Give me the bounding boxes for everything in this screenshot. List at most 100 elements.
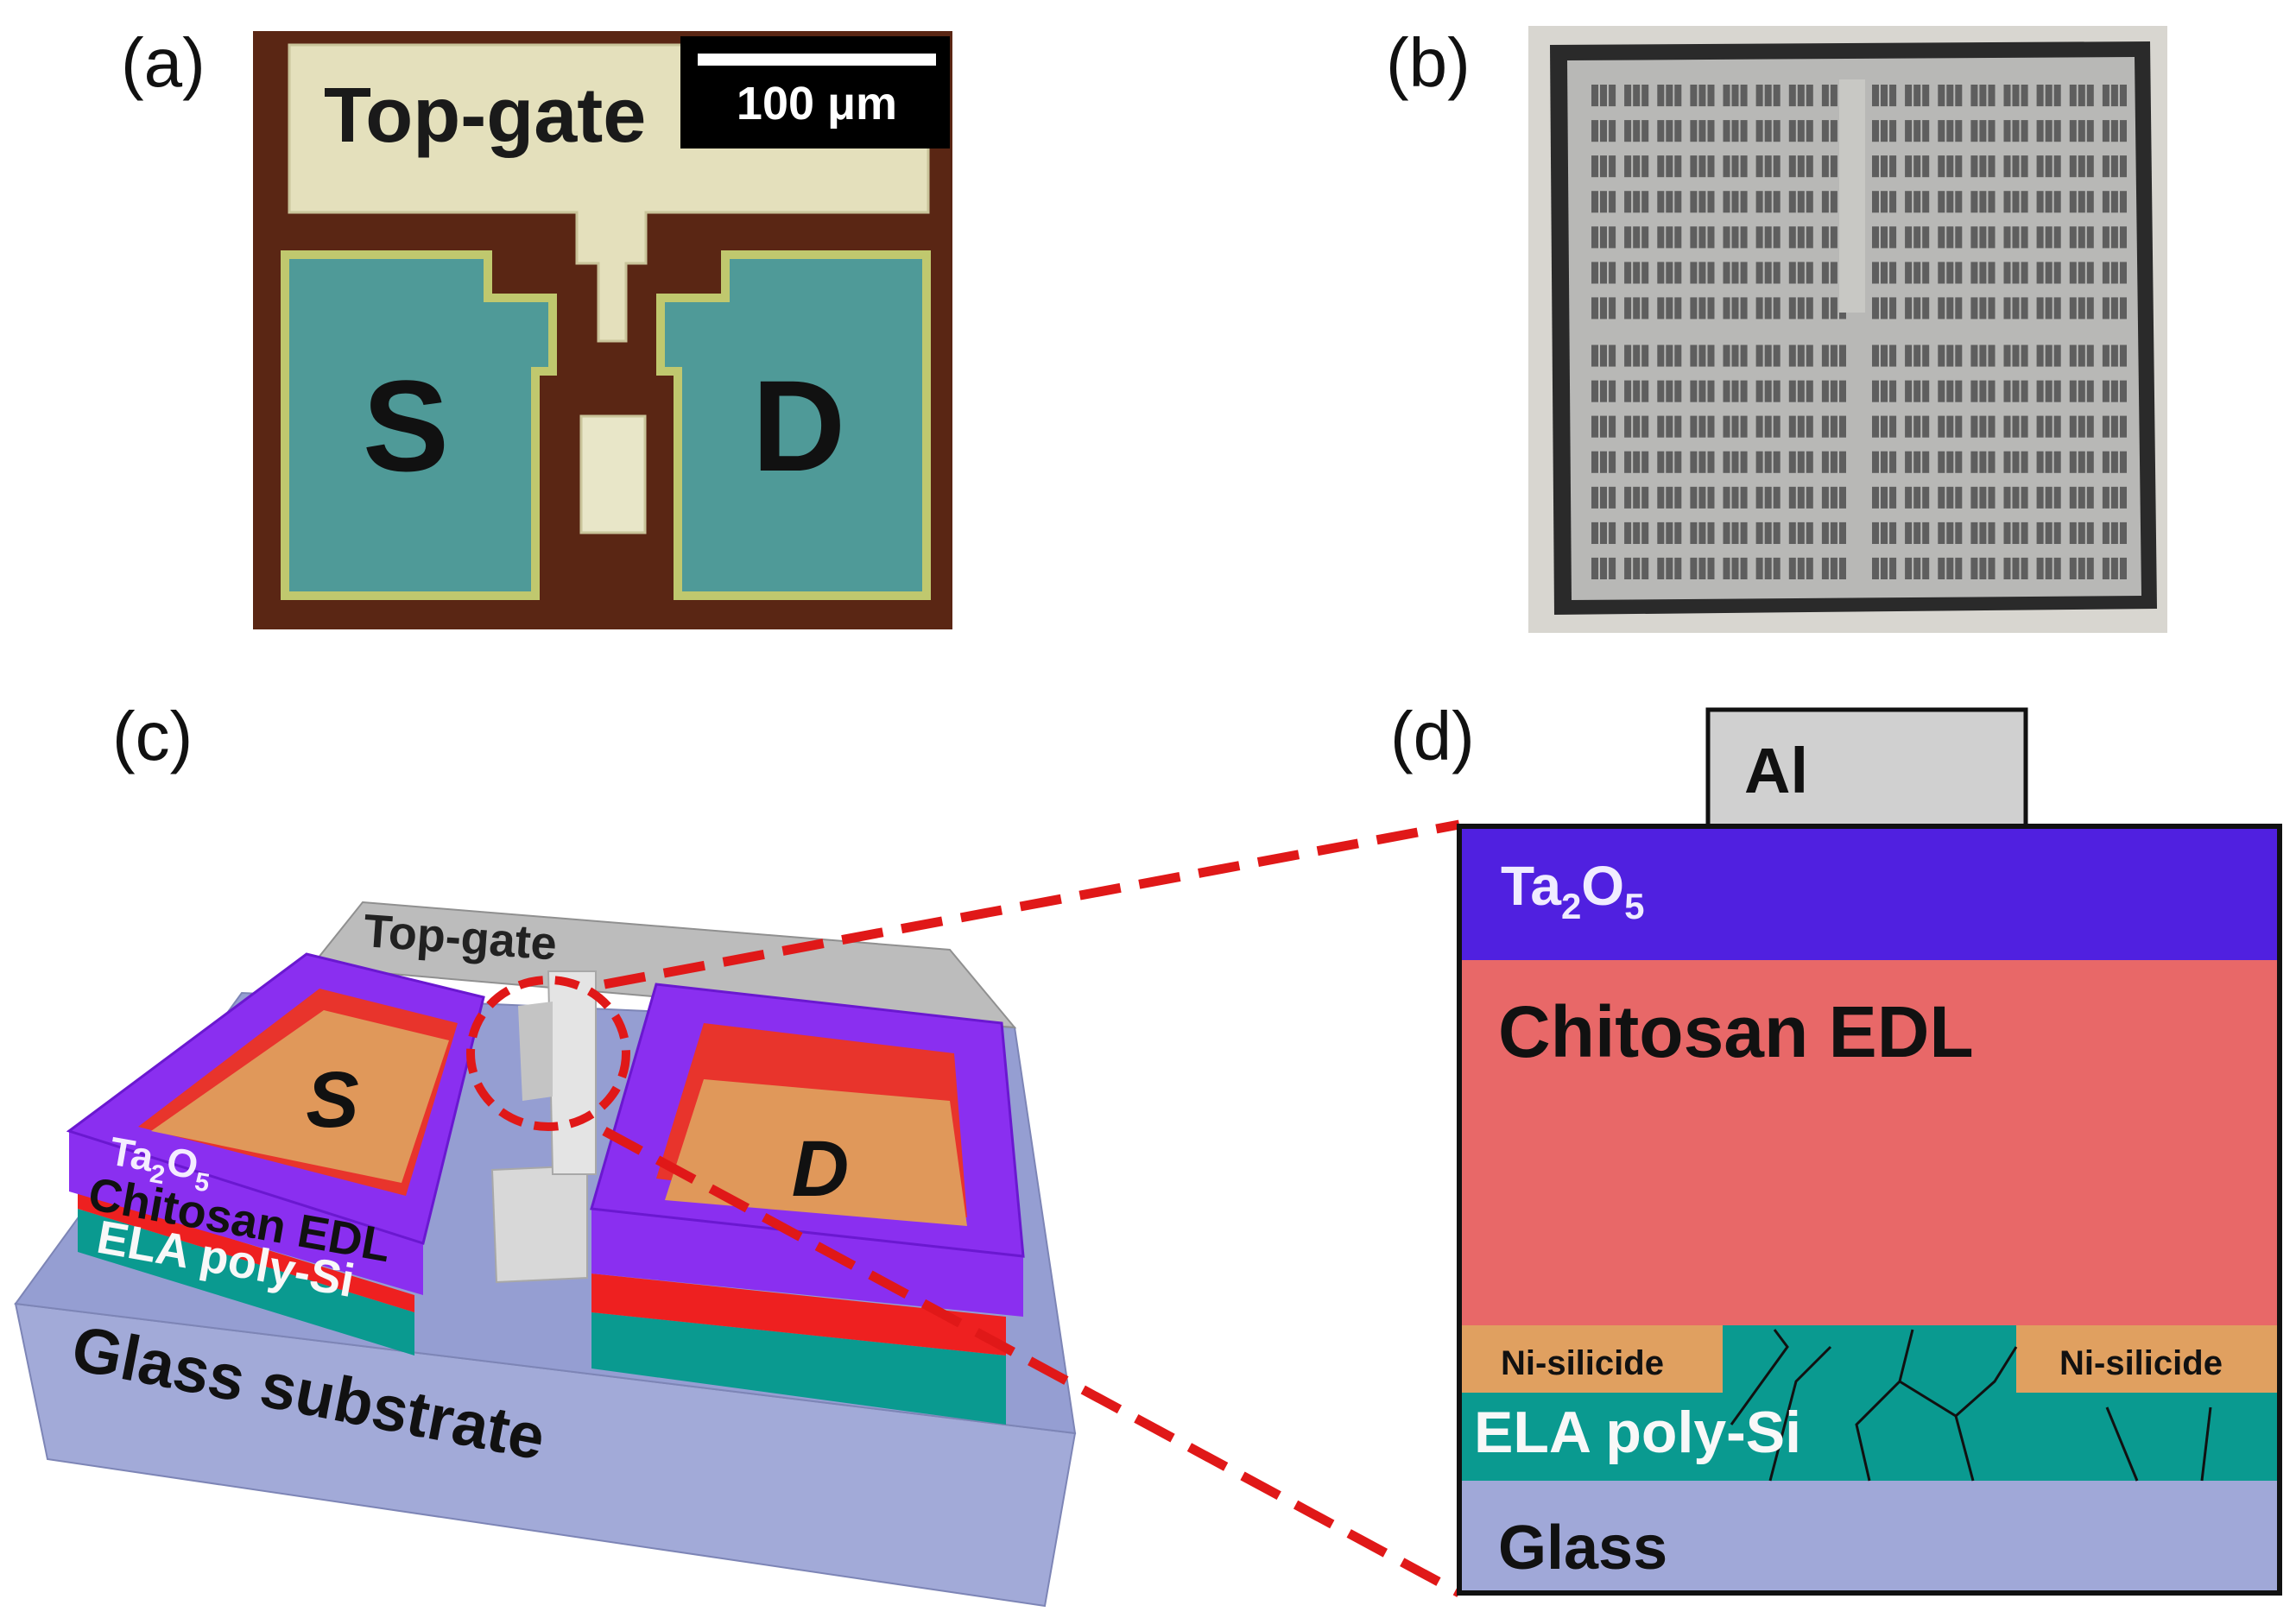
device-cell bbox=[2102, 415, 2127, 438]
device-pad bbox=[1970, 191, 1978, 213]
device-pad bbox=[1788, 226, 1796, 249]
device-pad bbox=[2069, 415, 2077, 438]
device-pad bbox=[1922, 451, 1930, 473]
device-cell bbox=[2102, 226, 2127, 249]
device-cell bbox=[1938, 344, 1963, 367]
device-pad bbox=[1690, 521, 1698, 544]
device-pad bbox=[1788, 415, 1796, 438]
device-pad bbox=[2045, 120, 2052, 142]
device-pad bbox=[1821, 191, 1829, 213]
device-cell bbox=[1905, 226, 1930, 249]
device-pad bbox=[1591, 486, 1598, 509]
device-cell bbox=[1657, 521, 1682, 544]
device-pad bbox=[1938, 85, 1945, 107]
device-pad bbox=[2021, 344, 2028, 367]
device-pad bbox=[1641, 486, 1649, 509]
device-cell bbox=[1905, 155, 1930, 178]
device-pad bbox=[1657, 451, 1665, 473]
device-pad bbox=[1633, 344, 1641, 367]
device-cell bbox=[1821, 521, 1846, 544]
device-cell bbox=[1723, 380, 1748, 402]
device-cell bbox=[1690, 120, 1715, 142]
device-pad bbox=[1657, 380, 1665, 402]
device-pad bbox=[2120, 344, 2127, 367]
device-pad bbox=[1641, 226, 1649, 249]
device-pad bbox=[1731, 226, 1739, 249]
device-pad bbox=[1889, 521, 1897, 544]
device-pad bbox=[1988, 226, 1996, 249]
device-pad bbox=[1889, 85, 1897, 107]
device-pad bbox=[1633, 451, 1641, 473]
device-pad bbox=[1788, 262, 1796, 284]
device-pad bbox=[1755, 191, 1763, 213]
panel-a-label: (a) bbox=[121, 24, 206, 101]
device-pad bbox=[1609, 521, 1616, 544]
device-pad bbox=[1657, 297, 1665, 319]
device-pad bbox=[1913, 85, 1921, 107]
device-pad bbox=[2053, 226, 2061, 249]
device-pad bbox=[1666, 226, 1673, 249]
device-cell bbox=[1690, 486, 1715, 509]
device-pad bbox=[1641, 85, 1649, 107]
device-pad bbox=[1723, 521, 1730, 544]
device-pad bbox=[2045, 557, 2052, 579]
device-pad bbox=[2036, 451, 2044, 473]
device-pad bbox=[1988, 344, 1996, 367]
device-pad bbox=[1707, 297, 1715, 319]
device-pad bbox=[1955, 226, 1963, 249]
device-pad bbox=[1609, 451, 1616, 473]
device-pad bbox=[1600, 380, 1607, 402]
device-pad bbox=[1707, 262, 1715, 284]
device-pad bbox=[1740, 557, 1748, 579]
gate-pillar-upper bbox=[547, 970, 597, 1175]
device-pad bbox=[2045, 380, 2052, 402]
device-pad bbox=[1609, 297, 1616, 319]
device-pad bbox=[1723, 85, 1730, 107]
device-pad bbox=[1657, 521, 1665, 544]
device-pad bbox=[1872, 155, 1879, 178]
device-pad bbox=[1731, 155, 1739, 178]
device-pad bbox=[2110, 451, 2118, 473]
device-pad bbox=[1946, 226, 1954, 249]
device-cell bbox=[1657, 191, 1682, 213]
device-pad bbox=[1731, 297, 1739, 319]
device-pad bbox=[1955, 155, 1963, 178]
device-pad bbox=[1889, 191, 1897, 213]
device-pad bbox=[1657, 226, 1665, 249]
device-pad bbox=[1938, 451, 1945, 473]
device-pad bbox=[1797, 191, 1805, 213]
device-pad bbox=[2021, 262, 2028, 284]
device-pad bbox=[1641, 297, 1649, 319]
device-pad bbox=[1666, 344, 1673, 367]
device-cell bbox=[1723, 120, 1748, 142]
device-cell bbox=[1591, 155, 1616, 178]
device-pad bbox=[1698, 521, 1706, 544]
device-pad bbox=[1707, 380, 1715, 402]
device-pad bbox=[1591, 155, 1598, 178]
device-pad bbox=[1979, 521, 1987, 544]
device-pad bbox=[2086, 226, 2094, 249]
device-cell bbox=[1872, 155, 1897, 178]
device-pad bbox=[2036, 380, 2044, 402]
device-pad bbox=[2053, 344, 2061, 367]
device-pad bbox=[1690, 380, 1698, 402]
device-pad bbox=[1979, 85, 1987, 107]
device-pad bbox=[1979, 226, 1987, 249]
device-pad bbox=[1946, 120, 1954, 142]
device-pad bbox=[1797, 344, 1805, 367]
device-pad bbox=[1731, 120, 1739, 142]
device-pad bbox=[1806, 85, 1813, 107]
gate-channel-pad bbox=[579, 414, 647, 534]
device-cell bbox=[1970, 486, 1996, 509]
device-pad bbox=[1938, 226, 1945, 249]
device-cell bbox=[1788, 521, 1813, 544]
device-pad bbox=[1591, 297, 1598, 319]
device-pad bbox=[1788, 85, 1796, 107]
device-cell bbox=[1788, 85, 1813, 107]
device-cell bbox=[1723, 415, 1748, 438]
device-pad bbox=[1723, 557, 1730, 579]
d-glass-layer bbox=[1459, 1481, 2280, 1593]
device-cell bbox=[1905, 262, 1930, 284]
device-pad bbox=[1922, 155, 1930, 178]
d-ni-silicide-left bbox=[1459, 1325, 1723, 1393]
